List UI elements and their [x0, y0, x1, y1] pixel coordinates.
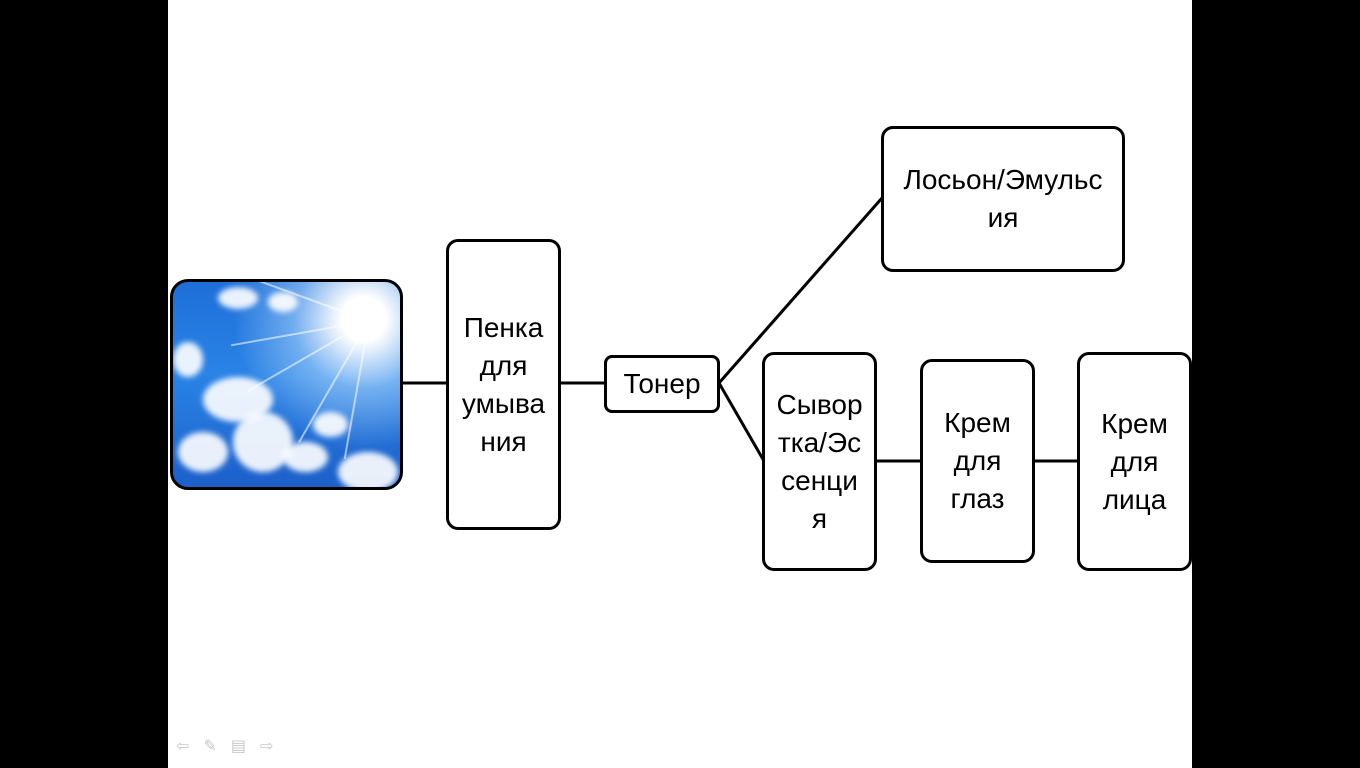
lotion-emulsion-box: Лосьон/Эмульс ия — [881, 126, 1125, 272]
menu-icon[interactable]: ▤ — [230, 738, 246, 755]
slide: Пенка для умыва ния Тонер Лосьон/Эмульс … — [168, 0, 1192, 768]
connector-toner-serum — [717, 382, 766, 462]
face-cream-label: Крем для лица — [1101, 407, 1168, 515]
eye-cream-box: Крем для глаз — [920, 359, 1035, 563]
back-arrow-icon[interactable]: ⇦ — [176, 738, 190, 755]
toner-box: Тонер — [604, 355, 720, 413]
toner-label: Тонер — [623, 368, 701, 399]
face-cream-box: Крем для лица — [1077, 352, 1192, 571]
connector-lines — [402, 197, 1078, 463]
connector-toner-lotion — [717, 197, 884, 384]
eye-cream-label: Крем для глаз — [944, 407, 1011, 514]
sky-image — [170, 279, 403, 490]
pen-icon[interactable]: ✎ — [203, 738, 217, 755]
serum-essence-label: Сывор тка/Эс сенци я — [776, 388, 863, 534]
foam-cleanser-label: Пенка для умыва ния — [461, 311, 546, 457]
foam-cleanser-box: Пенка для умыва ния — [446, 239, 561, 530]
forward-arrow-icon[interactable]: ⇨ — [259, 738, 274, 755]
serum-essence-box: Сывор тка/Эс сенци я — [762, 352, 877, 571]
lotion-emulsion-label: Лосьон/Эмульс ия — [903, 164, 1103, 233]
slideshow-nav: ⇦ ✎ ▤ ⇨ — [176, 738, 273, 756]
